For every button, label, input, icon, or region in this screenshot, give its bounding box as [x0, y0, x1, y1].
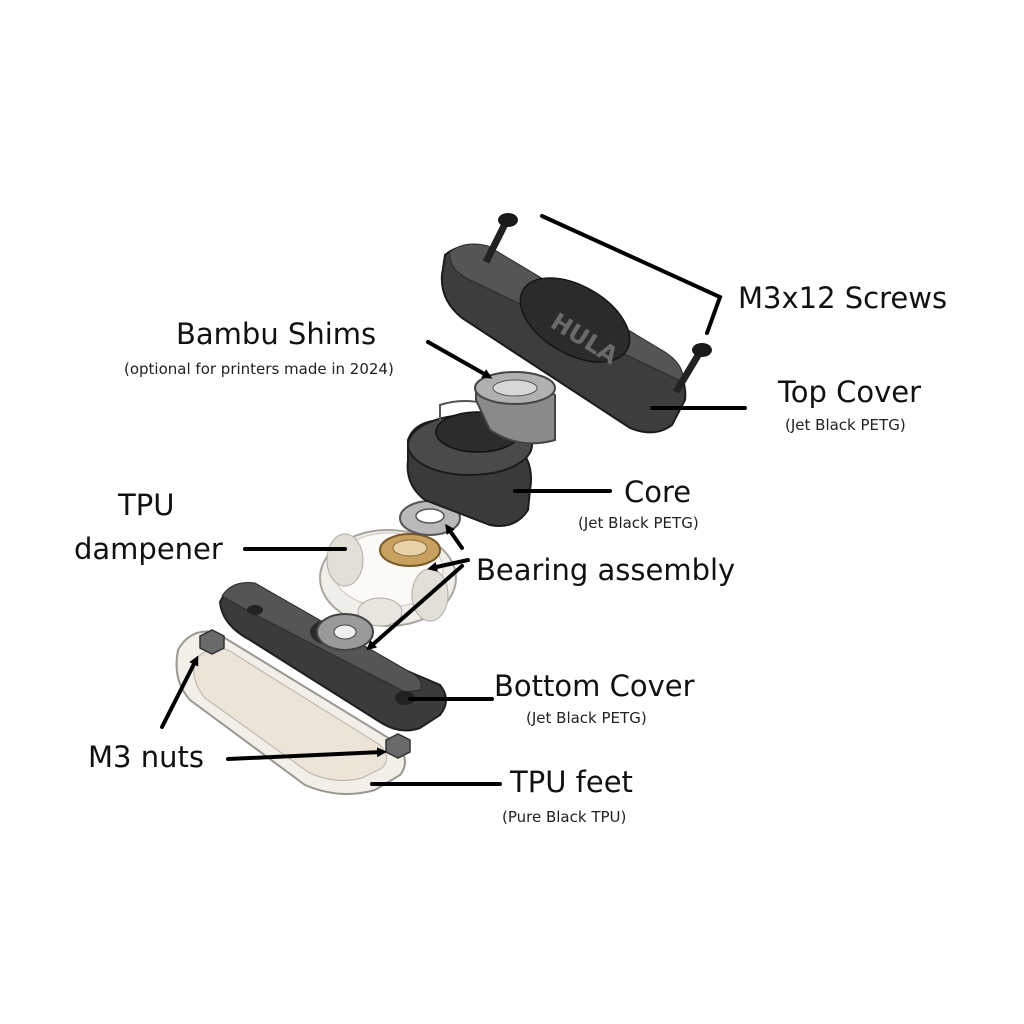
- label-tpu-dampener-line1: TPU: [118, 488, 175, 522]
- leader-lines: [243, 214, 747, 786]
- label-bottom-cover-note: (Jet Black PETG): [526, 709, 647, 727]
- label-top-cover-note: (Jet Black PETG): [785, 416, 906, 434]
- m3-screw-right: [672, 343, 712, 394]
- arrow-bearing-bearing: [445, 523, 464, 550]
- arrow-nuts-right: [226, 747, 387, 761]
- label-tpu-dampener-line2: dampener: [74, 532, 223, 566]
- arrow-shims: [426, 340, 493, 379]
- label-bearing-assembly: Bearing assembly: [476, 553, 736, 587]
- bearing-assembly-part: [379, 500, 461, 567]
- top-cover-part: HULA: [440, 243, 687, 434]
- arrow-bearing-upper: [427, 558, 470, 572]
- label-shims: Bambu Shims: [176, 317, 377, 351]
- m3-screw-left: [482, 213, 518, 264]
- arrow-leaders: [160, 340, 493, 761]
- label-tpu-feet-note: (Pure Black TPU): [502, 808, 627, 826]
- label-shims-note: (optional for printers made in 2024): [124, 360, 394, 378]
- arrow-nuts-left: [160, 655, 199, 729]
- bottom-bearing-bore: [333, 624, 357, 640]
- bambu-shims-part: [474, 371, 556, 445]
- label-bottom-cover: Bottom Cover: [494, 669, 695, 703]
- label-top-cover: Top Cover: [778, 375, 922, 409]
- label-core: Core: [624, 475, 692, 509]
- label-core-note: (Jet Black PETG): [578, 514, 699, 532]
- label-tpu-feet: TPU feet: [510, 765, 633, 799]
- label-screws: M3x12 Screws: [738, 281, 948, 315]
- core-part: [406, 400, 533, 527]
- leader-screws: [540, 214, 723, 335]
- arrow-bearing-lower: [366, 564, 464, 651]
- label-m3-nuts: M3 nuts: [88, 740, 204, 774]
- m3-nut-left: [199, 629, 225, 655]
- m3-nut-right: [385, 733, 411, 759]
